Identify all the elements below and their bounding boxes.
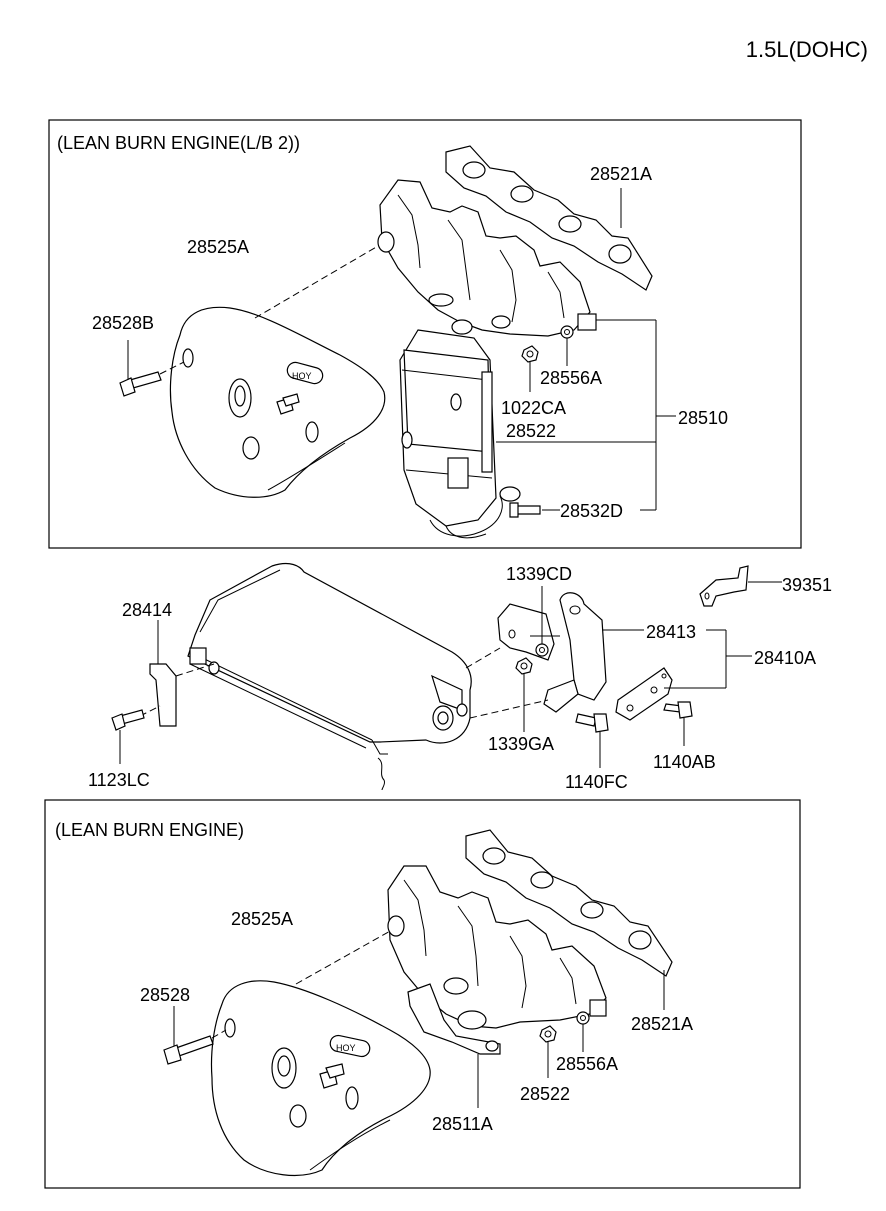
label-28521A-top: 28521A (590, 164, 652, 184)
label-28525A-bottom: 28525A (231, 909, 293, 929)
label-28414: 28414 (122, 600, 172, 620)
engine-title: 1.5L(DOHC) (746, 37, 868, 62)
bolt-1123LC (111, 709, 145, 764)
label-28522-bottom: 28522 (520, 1084, 570, 1104)
bolt-1140AB (663, 701, 693, 746)
label-28510: 28510 (678, 408, 728, 428)
gasket-28521A-top (445, 145, 653, 291)
bracket-28414 (139, 620, 215, 727)
bolt-1140FC (575, 713, 609, 768)
bottom-section-frame (44, 799, 801, 1189)
label-1140AB: 1140AB (653, 752, 716, 772)
leader-28510 (496, 319, 676, 511)
label-39351: 39351 (782, 575, 832, 595)
plate-28410A (615, 667, 673, 721)
label-1022CA: 1022CA (501, 398, 566, 418)
top-section-frame (48, 119, 802, 549)
heat-shield-bottom: HOY (210, 980, 431, 1177)
nut-28522-bottom (539, 1025, 557, 1078)
heat-shield-top: HOY (169, 306, 386, 498)
nut-1022CA (521, 345, 539, 392)
label-28410A: 28410A (754, 648, 816, 668)
label-28511A: 28511A (432, 1114, 493, 1134)
label-28528: 28528 (140, 985, 190, 1005)
label-1339GA: 1339GA (488, 734, 554, 754)
label-28532D: 28532D (560, 501, 623, 521)
label-28521A-bottom: 28521A (631, 1014, 693, 1034)
bolt-28528B (119, 340, 185, 397)
label-1140FC: 1140FC (565, 772, 628, 792)
label-28556A-bottom: 28556A (556, 1054, 618, 1074)
label-28528B: 28528B (92, 313, 154, 333)
label-28525A-top: 28525A (187, 237, 249, 257)
clip-39351 (699, 565, 782, 607)
nut-1339GA (515, 657, 533, 732)
bolt-28528 (163, 1006, 227, 1065)
top-section-header: (LEAN BURN ENGINE(L/B 2)) (57, 133, 300, 153)
gasket-28521A-bottom (465, 829, 673, 1010)
middle-section: 1339CD 39351 28414 28413 28410A 1339GA 1… (88, 562, 832, 792)
label-28413: 28413 (646, 622, 696, 642)
label-1339CD: 1339CD (506, 564, 572, 584)
engine-block (187, 562, 472, 791)
top-section: (LEAN BURN ENGINE(L/B 2)) HOY (48, 119, 802, 549)
nut-1339CD (535, 586, 549, 657)
nut-28556A-top (560, 325, 574, 366)
bottom-section: (LEAN BURN ENGINE) HOY (44, 799, 801, 1189)
bracket-28413 (497, 592, 607, 713)
bolt-28532D (509, 502, 541, 518)
label-1123LC: 1123LC (88, 770, 150, 790)
nut-28556A-bottom (576, 1011, 590, 1052)
manifold-with-catalyst-top (377, 179, 597, 539)
bottom-section-header: (LEAN BURN ENGINE) (55, 820, 244, 840)
label-28556A-top: 28556A (540, 368, 602, 388)
label-28522-top: 28522 (506, 421, 556, 441)
shield-embossed-logo: HOY (292, 371, 312, 381)
manifold-28511A (387, 865, 607, 1108)
shield-embossed-logo-bottom: HOY (336, 1043, 356, 1053)
